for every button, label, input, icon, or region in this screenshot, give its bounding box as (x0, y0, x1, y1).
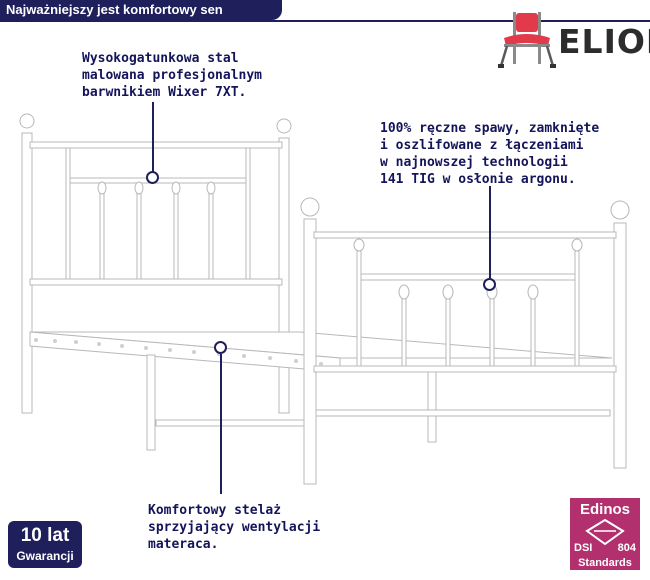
welds-callout: 100% ręczne spawy, zamknięte i oszlifowa… (380, 120, 599, 188)
steel-callout-line: Wysokogatunkowa stal (82, 51, 239, 66)
frame-callout-line: sprzyjający wentylacji (148, 520, 321, 535)
welds-callout-line: w najnowszej technologii (380, 155, 568, 170)
steel-callout-pointer (152, 102, 154, 172)
welds-callout-line: i oszlifowane z łączeniami (380, 138, 584, 153)
warranty-badge: 10 lat Gwarancji (8, 521, 82, 568)
welds-callout-line: 141 TIG w osłonie argonu. (380, 172, 576, 187)
warranty-label: Gwarancji (16, 549, 74, 563)
header-underline (0, 20, 650, 22)
seal-icon (585, 519, 625, 545)
certificate-standards: Standards (578, 557, 632, 569)
steel-callout-line: malowana profesjonalnym (82, 68, 263, 83)
certificate-left-label: DSI (574, 542, 593, 554)
chair-icon (498, 12, 556, 68)
frame-callout-pointer (220, 354, 222, 494)
frame-callout-line: materaca. (148, 537, 219, 552)
welds-callout-pointer (489, 186, 491, 278)
frame-callout: Komfortowy stelaż sprzyjający wentylacji… (148, 502, 320, 553)
welds-callout-marker (483, 278, 496, 291)
warranty-years: 10 lat (20, 525, 70, 546)
steel-callout: Wysokogatunkowa stal malowana profesjona… (82, 50, 262, 101)
brand-name: ELIOR (558, 22, 650, 61)
welds-callout-line: 100% ręczne spawy, zamknięte (380, 121, 600, 136)
edinos-certificate-badge: Edinos DSI 804 Standards (570, 498, 640, 570)
frame-callout-line: Komfortowy stelaż (148, 503, 282, 518)
steel-callout-marker (146, 171, 159, 184)
certificate-number: 804 (617, 542, 636, 554)
header-banner: Najważniejszy jest komfortowy sen (0, 0, 282, 20)
header-title: Najważniejszy jest komfortowy sen (6, 2, 223, 17)
steel-callout-line: barwnikiem Wixer 7XT. (82, 85, 247, 100)
frame-callout-marker (214, 341, 227, 354)
certificate-brand: Edinos (579, 501, 630, 518)
